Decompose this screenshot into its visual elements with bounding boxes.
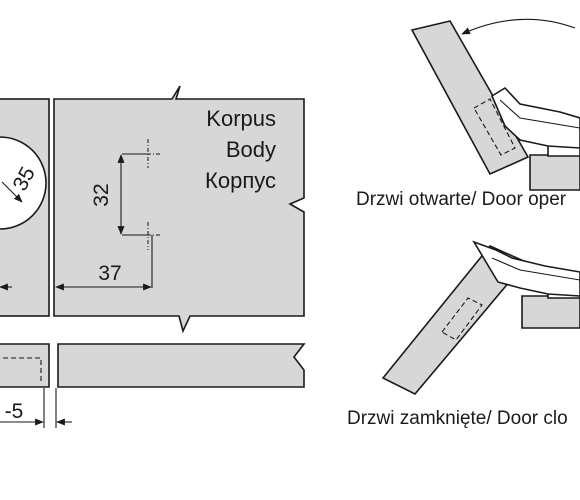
caption-door-closed: Drzwi zamknięte/ Door clo <box>347 408 568 429</box>
door-open-illustration <box>410 18 580 191</box>
side-section <box>0 343 306 428</box>
door-panel-front <box>0 98 50 317</box>
door-closed-illustration <box>381 240 580 395</box>
body-label-pl: Korpus <box>206 106 276 131</box>
caption-door-open: Drzwi otwarte/ Door oper <box>356 189 567 210</box>
dim-edge-distance: 37 <box>98 262 121 285</box>
dim-overlay: -5 <box>5 400 24 423</box>
body-label-en: Body <box>226 137 276 162</box>
body-panel-front <box>53 85 305 334</box>
cup-hole <box>0 136 47 230</box>
dim-hole-spacing: 32 <box>90 183 113 206</box>
body-label-ru: Корпус <box>205 168 276 193</box>
